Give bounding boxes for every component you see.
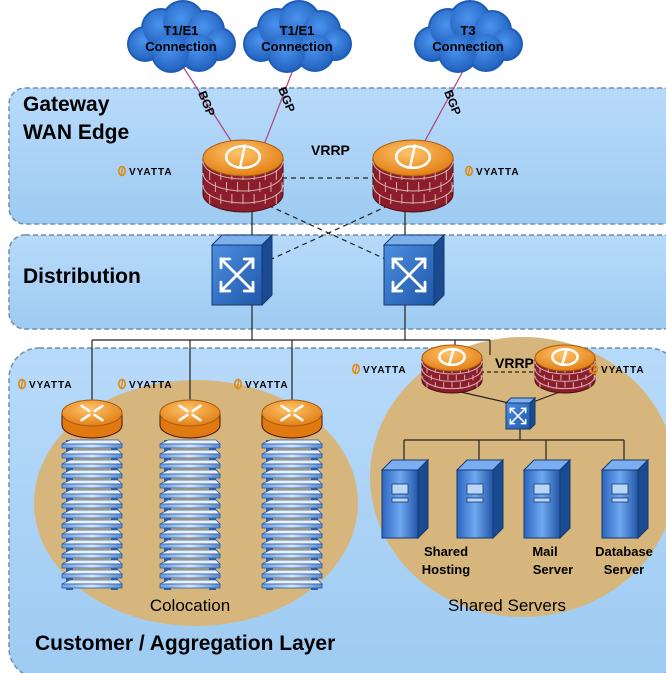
colocation-router-2: [159, 399, 221, 439]
shared-servers-label: Shared Servers: [448, 596, 566, 615]
gateway-firewall-right: [372, 139, 454, 213]
tower-server-3: [522, 458, 572, 540]
cloud-label-line2: Connection: [261, 39, 333, 54]
colocation-rack-3: [261, 439, 323, 590]
distribution-switch-right: [382, 233, 446, 307]
vyatta-logo-text: VYATTA: [29, 380, 73, 391]
tower-server-1: [380, 458, 430, 540]
cloud-label-line1: T1/E1: [164, 23, 199, 38]
colocation-router-1: [61, 399, 123, 439]
cloud-label-line1: T3: [460, 23, 475, 38]
vyatta-logo-6: VYATTA: [351, 363, 407, 376]
gateway-layer-title-line1: Gateway: [23, 93, 110, 116]
gateway-layer-title-line2: WAN Edge: [23, 121, 129, 144]
vyatta-logo-2: VYATTA: [464, 165, 520, 178]
cloud-label-line1: T1/E1: [280, 23, 315, 38]
vyatta-logo-4: VYATTA: [118, 378, 173, 391]
bgp-link-1: [179, 61, 238, 151]
distribution-layer-title: Distribution: [23, 265, 141, 288]
server-label-shared-hosting-2: Hosting: [422, 562, 470, 577]
vyatta-logo-5: VYATTA: [234, 378, 289, 391]
vyatta-logo-3: VYATTA: [17, 378, 73, 391]
vyatta-logo-7: VYATTA: [589, 363, 645, 376]
colocation-rack-2: [159, 439, 221, 590]
vrrp-gateway-label: VRRP: [311, 142, 350, 158]
vyatta-logo-text: VYATTA: [363, 365, 407, 376]
vyatta-logo-1: VYATTA: [118, 165, 173, 178]
tower-server-4: [600, 458, 650, 540]
vyatta-logo-text: VYATTA: [245, 380, 289, 391]
vyatta-logo-text: VYATTA: [601, 365, 645, 376]
colocation-rack-1: [61, 439, 123, 590]
shared-firewall-left: [421, 344, 483, 394]
server-label-database-2: Server: [604, 562, 644, 577]
server-label-database-1: Database: [595, 544, 653, 559]
server-label-mail-1: Mail: [532, 544, 557, 559]
distribution-layer-band: [8, 234, 666, 330]
tower-server-2: [455, 458, 505, 540]
bgp-link-2: [261, 61, 297, 151]
cloud-label-line2: Connection: [432, 39, 504, 54]
colocation-router-3: [261, 399, 323, 439]
vyatta-logo-text: VYATTA: [129, 167, 173, 178]
shared-firewall-right: [534, 344, 596, 394]
server-label-shared-hosting-1: Shared: [424, 544, 468, 559]
shared-servers-switch: [504, 396, 537, 431]
customer-layer-title: Customer / Aggregation Layer: [35, 632, 335, 655]
vyatta-logo-text: VYATTA: [476, 167, 520, 178]
vrrp-servers-label: VRRP: [495, 355, 534, 371]
distribution-switch-left: [210, 233, 274, 307]
shared-servers-area: [370, 337, 666, 617]
vyatta-logo-text: VYATTA: [129, 380, 173, 391]
server-label-mail-2: Server: [533, 562, 573, 577]
gateway-layer-band: [8, 87, 666, 225]
cloud-label-line2: Connection: [145, 39, 217, 54]
gateway-firewall-left: [202, 139, 284, 213]
colocation-label: Colocation: [150, 596, 230, 615]
bgp-link-3: [419, 61, 469, 151]
